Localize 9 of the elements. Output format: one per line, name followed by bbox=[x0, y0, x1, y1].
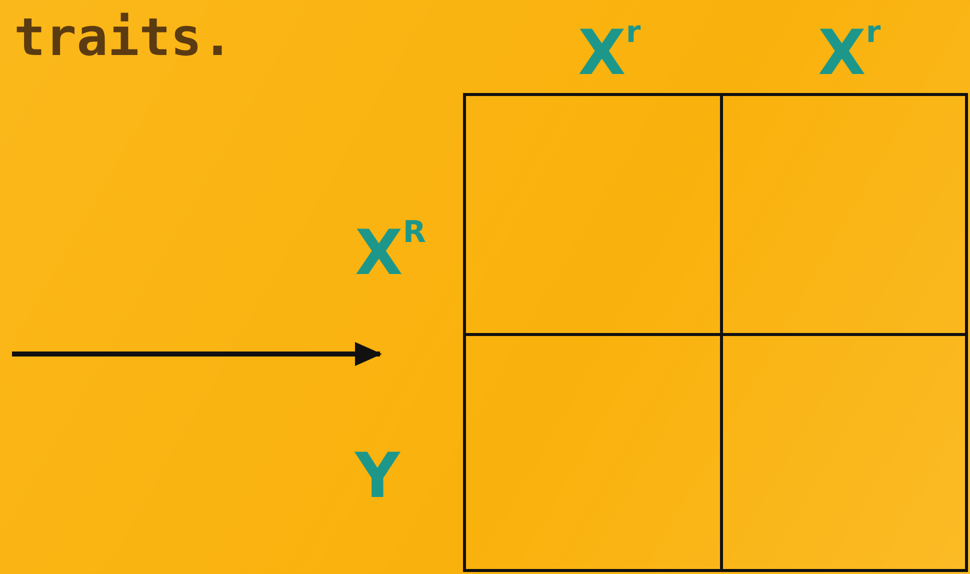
punnett-square-cell bbox=[463, 333, 723, 572]
punnett-square-cell bbox=[463, 93, 723, 336]
allele-label: Y bbox=[355, 445, 400, 507]
allele-label: X$^{R}$ bbox=[355, 222, 426, 284]
punnett-square-cell bbox=[720, 93, 968, 336]
caption-text: traits. bbox=[14, 12, 234, 64]
allele-label: X$^{r}$ bbox=[818, 22, 881, 84]
punnett-square-cell bbox=[720, 333, 968, 572]
allele-label: X$^{r}$ bbox=[578, 22, 641, 84]
